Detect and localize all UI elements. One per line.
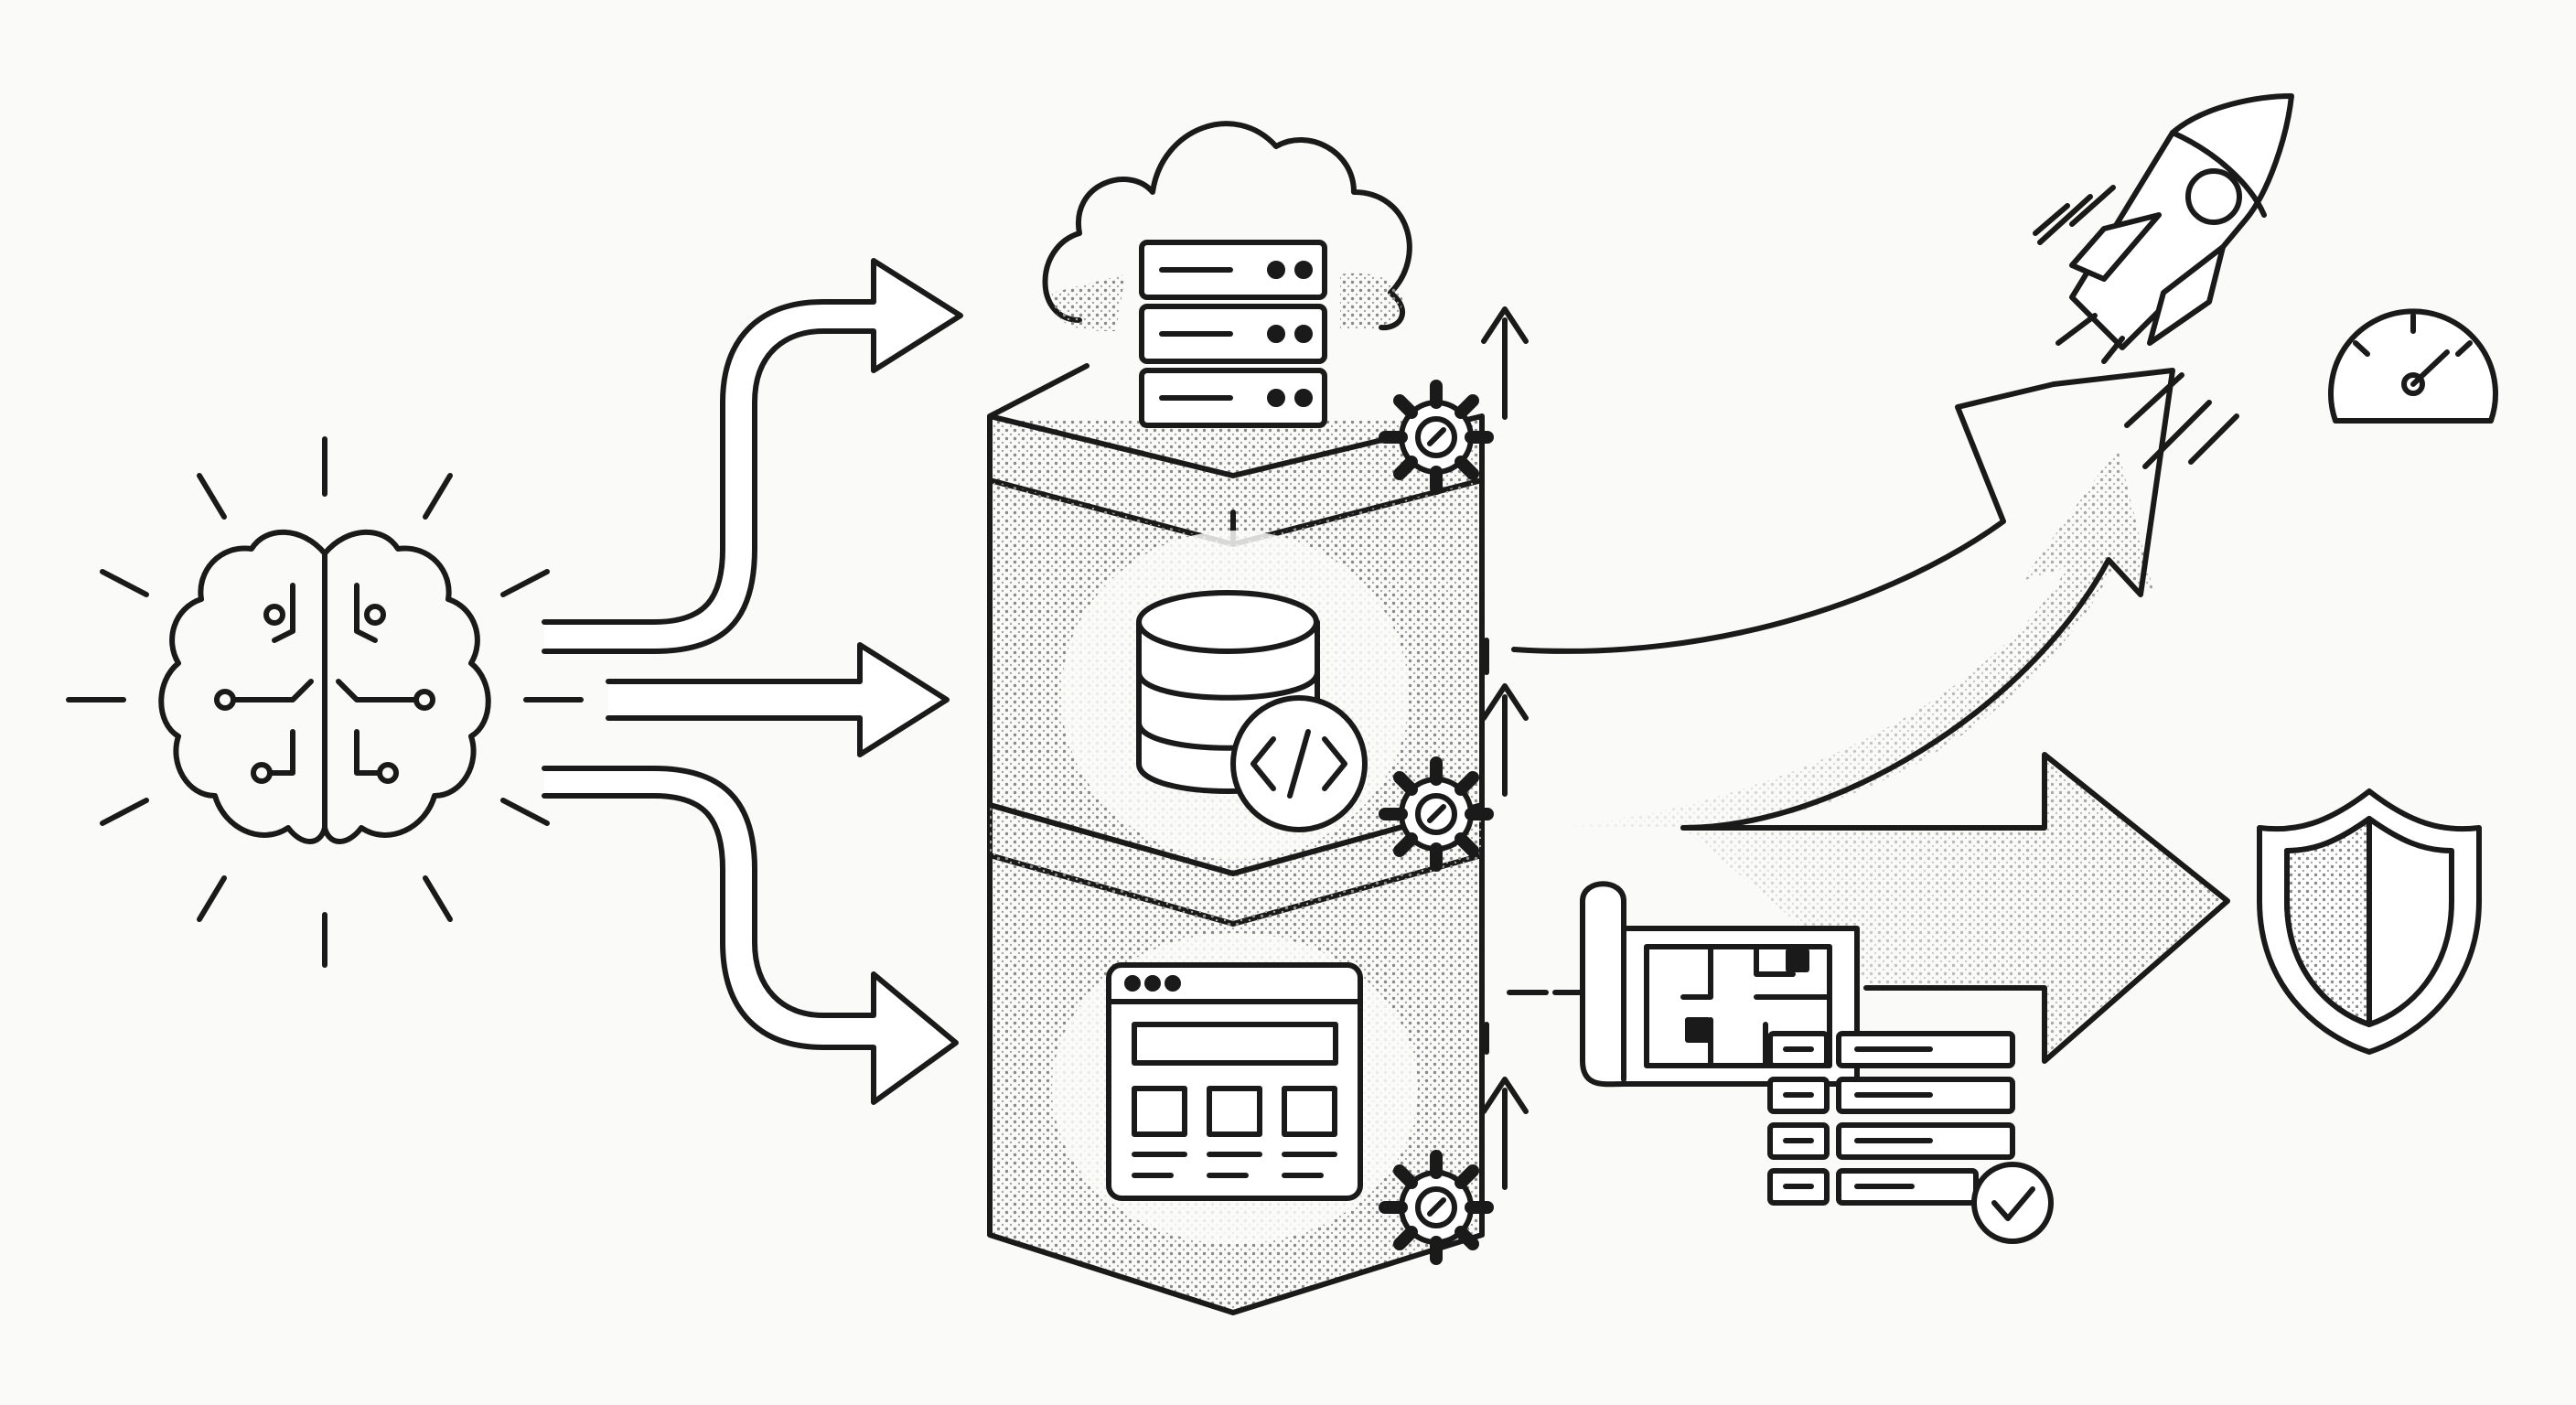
curved-growth-arrow — [1511, 368, 2175, 831]
code-badge-icon — [1230, 695, 1368, 832]
brain-circuit-icon — [66, 436, 584, 968]
gear-up-icon — [1379, 683, 1529, 872]
brain-rays — [66, 436, 584, 968]
server-rack-icon — [1139, 240, 1327, 428]
branch-arrow-webapp — [542, 766, 959, 1105]
branch-arrows — [542, 258, 963, 1105]
branch-arrow-database — [606, 642, 950, 757]
gear-up-icon — [1379, 1077, 1529, 1265]
straight-arrow — [1680, 752, 2230, 1064]
browser-window-icon — [1106, 962, 1363, 1201]
branch-arrow-cloud — [542, 258, 963, 654]
rocket-icon — [2033, 93, 2294, 469]
speedometer-icon — [2328, 308, 2498, 424]
checklist-icon — [1767, 1031, 2015, 1206]
service-stack — [987, 121, 1529, 1315]
cloud-icon — [1042, 121, 1412, 331]
gear-up-icon — [1379, 306, 1529, 495]
shield-icon — [2257, 788, 2482, 1055]
check-badge-icon — [1971, 1162, 2054, 1244]
